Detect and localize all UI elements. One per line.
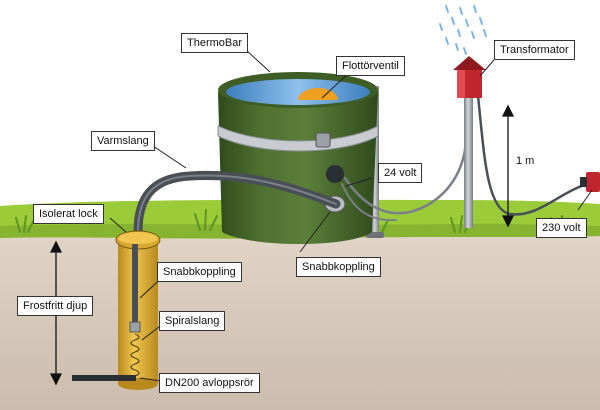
- callout-spiralslang: Spiralslang: [159, 311, 226, 331]
- callout-24-volt: 24 volt: [378, 163, 423, 183]
- float-ball: [298, 88, 338, 100]
- strap-buckle: [315, 132, 331, 148]
- callout-snabbkoppling-tank: Snabbkoppling: [296, 257, 381, 277]
- inner-coupling: [129, 321, 141, 333]
- transformer-pole: [439, 5, 487, 228]
- soil: [0, 222, 600, 410]
- height-dimension: [501, 104, 515, 228]
- callout-varmslang: Varmslang: [91, 131, 155, 151]
- hoses: [133, 78, 596, 237]
- thermobar-tank: [217, 72, 379, 244]
- rain-drops: [439, 5, 487, 55]
- callout-transformator: Transformator: [494, 40, 575, 60]
- tank-body: [218, 92, 378, 244]
- callout-flottorventil: Flottörventil: [336, 56, 405, 76]
- tank-fitting: [326, 165, 344, 183]
- drain-pipe: [72, 375, 136, 381]
- callout-frostfritt-djup: Frostfritt djup: [17, 296, 94, 316]
- transformer-cap: [453, 56, 486, 70]
- insulated-pipe: [72, 230, 161, 390]
- tank-water: [226, 79, 370, 105]
- tank-strap: [217, 125, 379, 152]
- heating-hose-highlight: [137, 174, 337, 233]
- spiral-hose: [130, 333, 140, 377]
- callout-230-volt: 230 volt: [536, 218, 587, 238]
- wire-230v: [476, 94, 596, 216]
- callout-snabbkoppling-pipe: Snabbkoppling: [157, 262, 242, 282]
- callout-thermobar: ThermoBar: [181, 33, 249, 53]
- label-1-m: 1 m: [516, 155, 535, 167]
- power-plug: [580, 172, 600, 192]
- wire-24v-b: [341, 183, 397, 222]
- callout-dn200: DN200 avloppsrör: [159, 373, 260, 393]
- callout-isolerat-lock: Isolerat lock: [33, 204, 104, 224]
